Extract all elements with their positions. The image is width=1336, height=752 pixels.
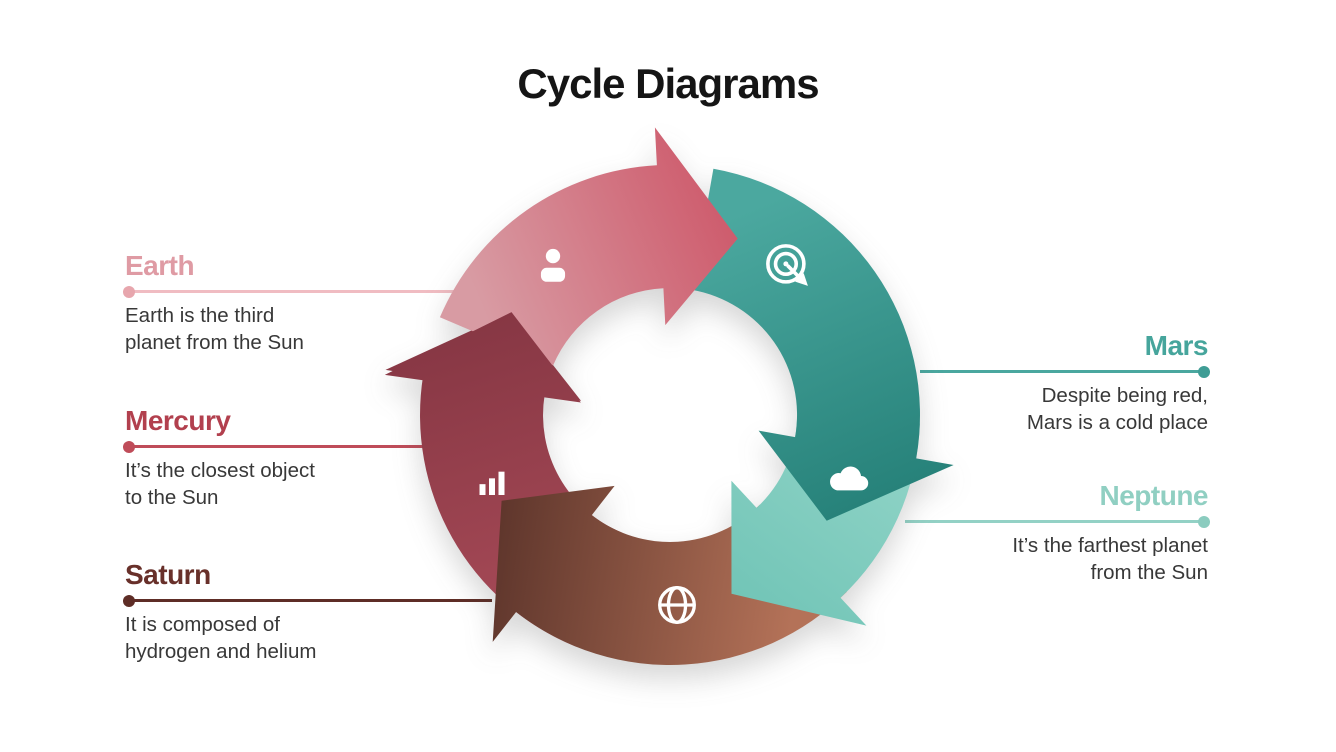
- callout-neptune: Neptune It’s the farthest planet from th…: [848, 480, 1210, 586]
- callout-mars-line: [920, 365, 1210, 378]
- callout-mars: Mars Despite being red, Mars is a cold p…: [848, 330, 1210, 436]
- globe-icon: [652, 580, 702, 630]
- callout-earth-dot: [123, 285, 135, 298]
- page-title: Cycle Diagrams: [517, 60, 819, 107]
- callout-saturn-dot: [123, 594, 135, 607]
- callout-mars-dot: [1198, 365, 1210, 378]
- callout-saturn-line: [123, 594, 492, 607]
- callout-neptune-description: It’s the farthest planet from the Sun: [1012, 534, 1208, 584]
- person-icon: [532, 244, 574, 286]
- callout-neptune-dot: [1198, 515, 1210, 528]
- target-icon: [760, 238, 814, 292]
- callout-saturn: Saturn It is composed of hydrogen and he…: [123, 559, 492, 665]
- callout-saturn-label: Saturn: [125, 559, 211, 590]
- callout-mercury: Mercury It’s the closest object to the S…: [123, 405, 485, 511]
- callout-earth-description: Earth is the third planet from the Sun: [125, 304, 304, 354]
- callout-earth: Earth Earth is the third planet from the…: [123, 250, 485, 356]
- callout-earth-line: [123, 285, 455, 298]
- callout-mars-label: Mars: [1144, 330, 1209, 361]
- callout-neptune-label: Neptune: [1099, 480, 1209, 511]
- callout-mars-description: Despite being red, Mars is a cold place: [1026, 384, 1208, 434]
- callout-mercury-label: Mercury: [125, 405, 231, 436]
- callout-mercury-dot: [123, 440, 135, 453]
- cycle-arrow-saturn: [492, 485, 847, 666]
- callout-mercury-description: It’s the closest object to the Sun: [125, 459, 315, 509]
- callout-earth-label: Earth: [125, 250, 195, 281]
- callout-mercury-line: [123, 440, 435, 453]
- callout-saturn-description: It is composed of hydrogen and helium: [125, 613, 317, 663]
- callout-neptune-line: [905, 515, 1210, 528]
